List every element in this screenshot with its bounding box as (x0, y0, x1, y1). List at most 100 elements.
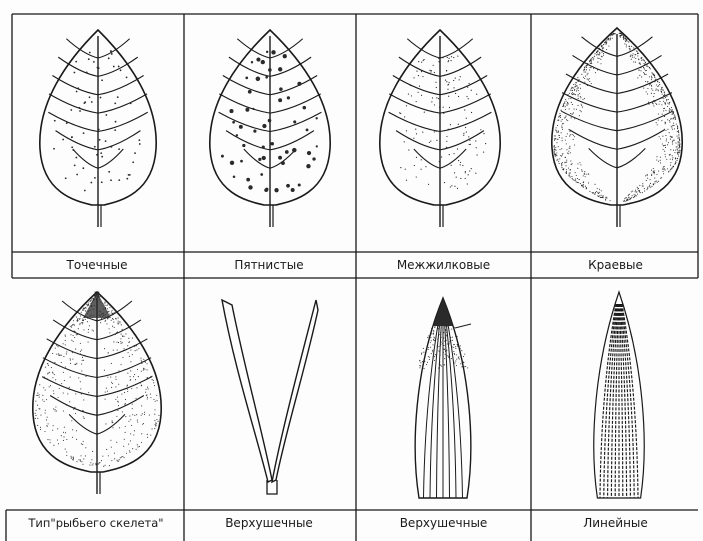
leaf-kraevye-speck (568, 98, 569, 99)
leaf-mezhzhilkovye-speck (421, 159, 422, 160)
leaf-kraevye-speck (554, 145, 555, 146)
leaf-kraevye-speck (662, 89, 663, 90)
leaf-fishbone-speck (63, 343, 64, 344)
leaf-fishbone-speck (124, 392, 125, 393)
narrow-leaf-speck (451, 358, 452, 359)
leaf-kraevye-speck (559, 113, 560, 114)
leaf-fishbone-speck (136, 414, 137, 415)
leaf-fishbone-speck (66, 405, 67, 406)
narrow-leaf-speck (429, 357, 430, 358)
leaf-fishbone-speck (107, 377, 108, 378)
leaf-mezhzhilkovye-speck (450, 124, 451, 125)
leaf-kraevye-speck (649, 104, 650, 105)
leaf-fishbone-speck (145, 362, 146, 363)
leaf-tochechnye-vein (73, 149, 98, 168)
leaf-kraevye-speck (623, 201, 624, 202)
leaf-fishbone-speck (83, 458, 84, 459)
leaf-kraevye-speck (635, 190, 636, 191)
narrow-leaf-speck (448, 344, 449, 345)
leaf-kraevye-speck (656, 84, 657, 85)
leaf-fishbone-speck (95, 292, 96, 293)
narrow-leaf-speck (455, 348, 456, 349)
leaf-kraevye-speck (629, 194, 630, 195)
leaf-pyatnistye-speck (233, 175, 236, 178)
leaf-kraevye-speck (663, 108, 664, 109)
leaf-fishbone-speck (70, 326, 71, 327)
narrow-leaf-speck (446, 335, 447, 336)
leaf-mezhzhilkovye-speck (450, 60, 451, 61)
leaf-kraevye-speck (582, 107, 583, 108)
leaf-kraevye-speck (566, 136, 567, 137)
leaf-fishbone-speck (111, 311, 112, 312)
leaf-kraevye-speck (619, 33, 620, 34)
leaf-pyatnistye-speck (246, 178, 250, 182)
leaf-kraevye-speck (663, 173, 664, 174)
leaf-kraevye-speck (657, 124, 658, 125)
leaf-kraevye-speck (647, 81, 648, 82)
leaf-kraevye-speck (665, 145, 666, 146)
leaf-kraevye-speck (560, 115, 561, 116)
leaf-kraevye-speck (578, 88, 579, 89)
leaf-kraevye-speck (644, 63, 645, 64)
leaf-mezhzhilkovye-speck (443, 113, 444, 114)
leaf-kraevye-speck (583, 182, 584, 183)
leaf-kraevye-speck (620, 37, 621, 38)
leaf-kraevye-speck (651, 76, 652, 77)
leaf-kraevye-speck (610, 200, 611, 201)
leaf-kraevye-speck (677, 127, 678, 128)
leaf-kraevye-speck (658, 120, 659, 121)
narrow-leaf-speck (447, 343, 448, 344)
narrow-leaf-pointer (455, 324, 471, 328)
leaf-mezhzhilkovye-speck (429, 70, 430, 71)
leaf-kraevye-speck (677, 150, 678, 151)
leaf-tochechnye-speck (96, 154, 98, 156)
leaf-kraevye-speck (649, 67, 650, 68)
leaf-fishbone-speck (114, 312, 115, 313)
leaf-kraevye-speck (654, 77, 655, 78)
leaf-kraevye-speck (628, 41, 629, 42)
leaf-fishbone-speck (83, 329, 84, 330)
leaf-kraevye-speck (593, 58, 594, 59)
leaf-fishbone-speck (83, 308, 84, 309)
leaf-kraevye-speck (572, 178, 573, 179)
leaf-mezhzhilkovye-speck (453, 80, 454, 81)
leaf-fishbone-speck (141, 385, 142, 386)
leaf-fishbone-speck (75, 364, 76, 365)
leaf-kraevye-speck (624, 201, 625, 202)
leaf-fishbone-speck (37, 425, 38, 426)
leaf-fishbone-speck (141, 415, 142, 416)
leaf-fishbone-speck (61, 355, 62, 356)
leaf-kraevye-speck (557, 139, 558, 140)
leaf-fishbone-speck (115, 379, 116, 380)
leaf-kraevye-speck (652, 101, 653, 102)
leaf-kraevye-speck (563, 103, 564, 104)
leaf-fishbone-speck (143, 370, 144, 371)
leaf-kraevye-speck (580, 88, 581, 89)
leaf-kraevye-speck (590, 60, 591, 61)
leaf-fishbone-speck (63, 392, 64, 393)
leaf-kraevye-speck (555, 130, 556, 131)
leaf-kraevye-speck (591, 60, 592, 61)
leaf-fishbone-speck (112, 427, 113, 428)
narrow-leaf-speck (431, 353, 432, 354)
leaf-fishbone-speck (146, 369, 147, 370)
leaf-mezhzhilkovye-speck (414, 165, 415, 166)
leaf-fishbone-speck (147, 437, 148, 438)
leaf-kraevye-speck (656, 104, 657, 105)
leaf-fishbone-speck (73, 320, 74, 321)
leaf-fishbone-speck (61, 435, 62, 436)
leaf-kraevye-speck (583, 184, 584, 185)
leaf-kraevye-speck (651, 170, 652, 171)
leaf-tochechnye-speck (120, 69, 122, 71)
leaf-tochechnye-speck (126, 178, 128, 180)
leaf-kraevye-speck (663, 145, 664, 146)
leaf-pyatnistye-speck (271, 50, 275, 54)
leaf-kraevye-speck (565, 165, 566, 166)
leaf-fishbone-speck (76, 317, 77, 318)
leaf-fishbone-speck (40, 429, 41, 430)
leaf-mezhzhilkovye-speck (448, 60, 449, 61)
leaf-kraevye-speck (603, 53, 604, 54)
leaf-fishbone-speck (129, 347, 130, 348)
leaf-kraevye-speck (671, 127, 672, 128)
leaf-kraevye-speck (658, 90, 659, 91)
